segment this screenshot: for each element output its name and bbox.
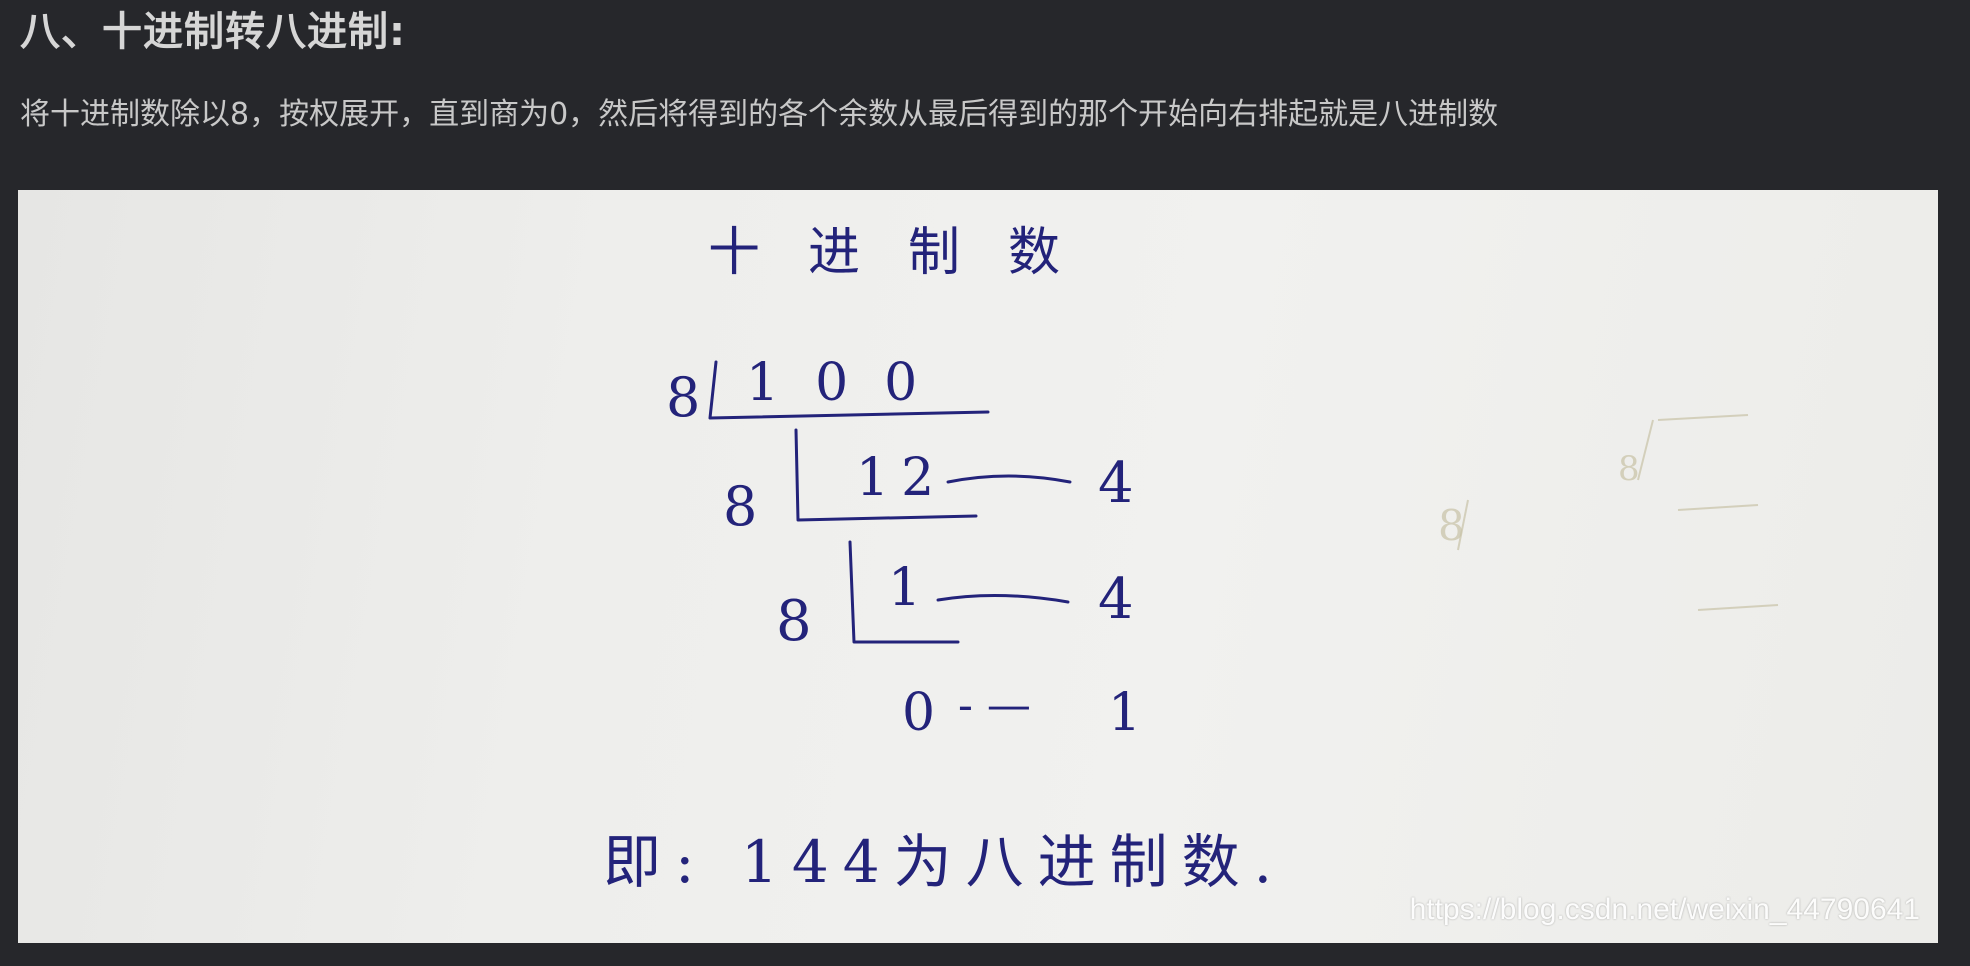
remainder-1: 4	[1098, 451, 1134, 516]
divisor-1: 8	[666, 366, 700, 429]
dash-line: - —	[958, 680, 1031, 731]
dividend: 100	[746, 353, 953, 413]
handwritten-conversion-photo: 8 8 十进制数 8 100 8 12 4 8 1	[18, 190, 1938, 943]
quotient-1: 12	[856, 448, 946, 508]
handwriting-drawing: 8 8 十进制数 8 100 8 12 4 8 1	[603, 223, 1779, 896]
svg-text:8: 8	[1618, 449, 1640, 489]
figure-title: 十进制数	[708, 223, 1108, 283]
remainder-3: 1	[1108, 683, 1141, 743]
divisor-2: 8	[723, 475, 757, 538]
quotient-2: 1	[888, 558, 921, 618]
svg-text:8: 8	[1438, 501, 1465, 550]
bleed-through-marks: 8 8	[1438, 414, 1779, 611]
divisor-3: 8	[776, 589, 812, 654]
section-heading: 八、十进制转八进制:	[20, 9, 406, 55]
section-paragraph: 将十进制数除以8，按权展开，直到商为0，然后将得到的各个余数从最后得到的那个开始…	[20, 97, 1499, 132]
csdn-watermark: https://blog.csdn.net/weixin_44790641	[1409, 893, 1920, 926]
remainder-2: 4	[1098, 567, 1134, 632]
conclusion-text: 即: 144为八进制数.	[603, 828, 1286, 896]
quotient-3: 0	[902, 683, 935, 743]
